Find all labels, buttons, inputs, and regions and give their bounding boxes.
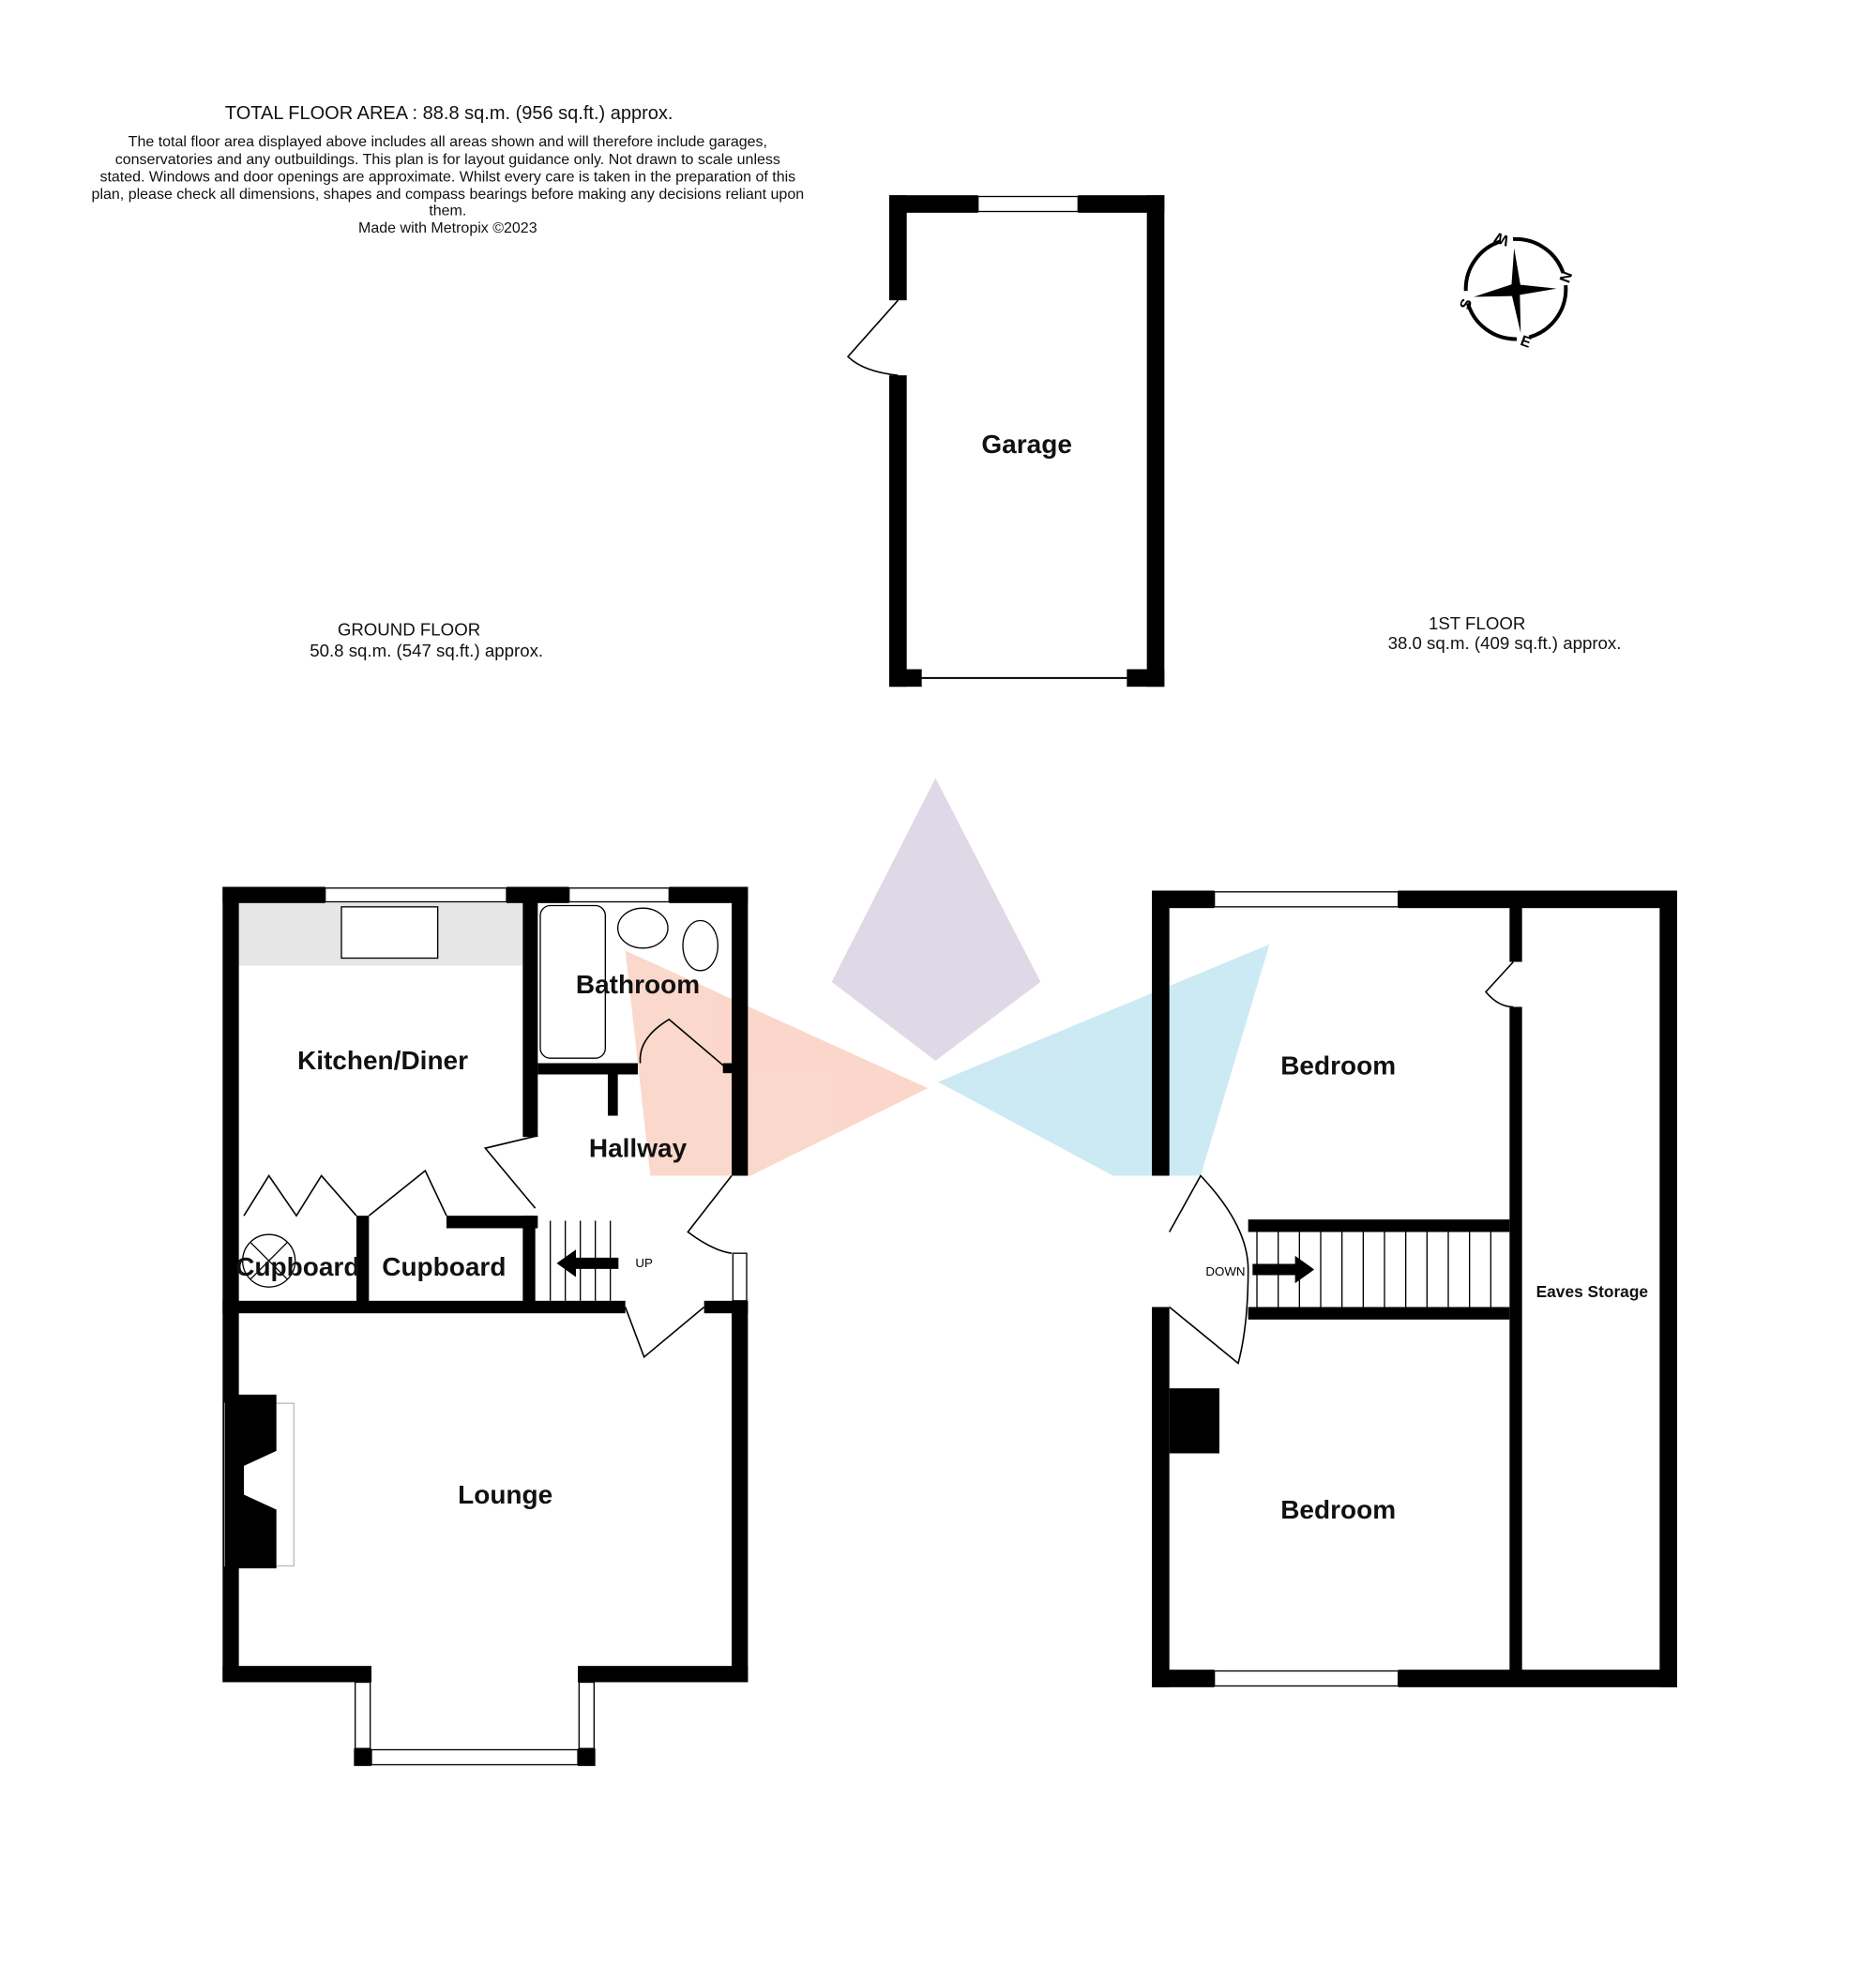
stairs-down-label: DOWN (1205, 1264, 1245, 1278)
first-floor-area: 38.0 sq.m. (409 sq.ft.) approx. (1388, 633, 1622, 653)
eaves-door (1484, 960, 1514, 1008)
lounge-door (624, 1306, 705, 1359)
chimney-breast (225, 1394, 277, 1569)
cupboard-label: Cupboard (382, 1252, 506, 1281)
disclaimer-line: The total floor area displayed above inc… (129, 134, 767, 150)
eaves-storage-label: Eaves Storage (1536, 1282, 1649, 1301)
arrow-left-icon (556, 1249, 619, 1277)
first-floor-title: 1ST FLOOR (1429, 613, 1525, 633)
ground-floor-area: 50.8 sq.m. (547 sq.ft.) approx. (310, 641, 543, 660)
chimney-breast (1169, 1388, 1219, 1454)
toilet-icon (682, 919, 719, 972)
first-floor-plan: DOWN Bedroom Bedroom Eaves Storage (1152, 890, 1677, 1687)
cupboard-door (243, 1174, 357, 1217)
compass-w: W (1491, 228, 1511, 248)
boiler-icon (241, 1233, 296, 1288)
cupboard-label: Cupboard (235, 1252, 359, 1281)
garage-plan: Garage (846, 195, 1165, 688)
compass-s: S (1458, 296, 1476, 311)
disclaimer-line: conservatories and any outbuildings. Thi… (115, 152, 780, 168)
cupboard-door (368, 1169, 447, 1217)
watermark-logo (625, 778, 1270, 1176)
ground-floor-plan: UP Kitchen/Diner Bathroom Hallway Cupboa… (222, 886, 749, 1766)
bedroom-label: Bedroom (1280, 1495, 1396, 1524)
stairs-down (1252, 1232, 1491, 1307)
garage-door (846, 299, 899, 376)
landing-doors (1168, 1174, 1249, 1365)
ground-floor-title: GROUND FLOOR (338, 620, 480, 640)
front-door (687, 1175, 733, 1254)
compass-e: E (1518, 333, 1533, 352)
bath-icon (539, 904, 606, 1059)
compass-rose-icon: W N S E (1458, 228, 1575, 352)
lounge-label: Lounge (458, 1480, 552, 1509)
credit: Made with Metropix ©2023 (358, 220, 537, 236)
bathroom-door (639, 1018, 729, 1070)
hallway-label: Hallway (589, 1134, 688, 1163)
garage-label: Garage (981, 430, 1072, 459)
kitchen-label: Kitchen/Diner (297, 1046, 468, 1075)
kitchen-sink-icon (340, 906, 439, 960)
header: TOTAL FLOOR AREA : 88.8 sq.m. (956 sq.ft… (92, 103, 805, 236)
disclaimer-line: stated. Windows and door openings are ap… (99, 170, 795, 186)
basin-icon (616, 907, 669, 949)
kitchen-door (483, 1135, 538, 1209)
total-area: TOTAL FLOOR AREA : 88.8 sq.m. (956 sq.ft… (225, 103, 673, 124)
disclaimer-line: plan, please check all dimensions, shape… (92, 187, 805, 203)
stairs-up-label: UP (635, 1256, 653, 1270)
stairs-up (550, 1220, 619, 1301)
arrow-right-icon (1252, 1255, 1315, 1284)
disclaimer-line: them. (429, 204, 466, 219)
bathroom-label: Bathroom (576, 970, 700, 999)
bedroom-label: Bedroom (1280, 1051, 1396, 1081)
compass-n: N (1555, 269, 1574, 285)
